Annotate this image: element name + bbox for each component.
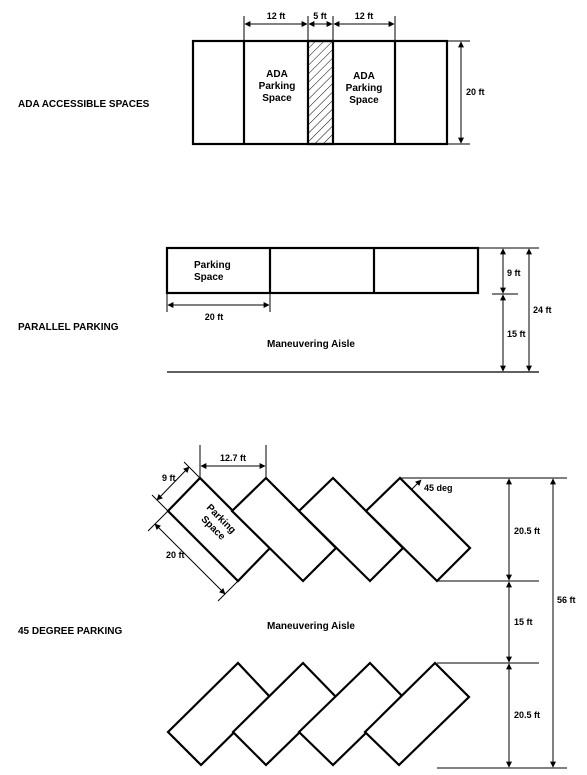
ada-section-label: ADA ACCESSIBLE SPACES	[18, 99, 150, 110]
ada-section: ADA ACCESSIBLE SPACES ADA Parking Space …	[18, 11, 485, 146]
angled-dim-angle: 45 deg	[424, 483, 453, 493]
ada-space-right-line1: ADA	[353, 71, 375, 82]
angled-dim-total: 56 ft	[557, 595, 576, 605]
angled-aisle-label: Maneuvering Aisle	[267, 621, 355, 632]
parallel-dim-depth: 9 ft	[507, 268, 521, 278]
angled-dim-width-arrow	[156, 466, 190, 501]
angled-dim-span: 12.7 ft	[220, 453, 246, 463]
angled-dim-aisle: 15 ft	[514, 617, 533, 627]
angled-dim-width: 9 ft	[162, 473, 176, 483]
parallel-space-line1: Parking	[194, 260, 231, 271]
parallel-space-line2: Space	[194, 272, 224, 283]
ada-space-left-line2: Parking	[259, 81, 296, 92]
parallel-dim-length: 20 ft	[205, 312, 224, 322]
ada-dim-right: 12 ft	[355, 11, 374, 21]
angled-dim-row-bottom: 20.5 ft	[514, 710, 540, 720]
ada-space-right-line2: Parking	[346, 83, 383, 94]
ada-dim-mid: 5 ft	[313, 11, 327, 21]
angled-section: 45 DEGREE PARKING Parking Space 12.7 ft …	[18, 445, 576, 769]
ada-space-left-line3: Space	[262, 93, 292, 104]
angled-space-top-4	[364, 476, 472, 583]
angled-space-bottom-4	[363, 661, 471, 767]
parallel-dim-aisle: 15 ft	[507, 329, 526, 339]
ada-space-right-line3: Space	[349, 95, 379, 106]
parallel-section-label: PARALLEL PARKING	[18, 322, 119, 333]
parallel-section: PARALLEL PARKING Parking Space 20 ft Man…	[18, 246, 552, 373]
parallel-row-outline	[165, 246, 480, 295]
angled-dim-row-top: 20.5 ft	[514, 526, 540, 536]
angled-section-label: 45 DEGREE PARKING	[18, 626, 123, 637]
angled-dim-length: 20 ft	[166, 550, 185, 560]
ada-dim-left: 12 ft	[267, 11, 286, 21]
angled-dim-length-arrow	[154, 523, 226, 595]
parallel-dim-total: 24 ft	[533, 305, 552, 315]
ada-access-aisle	[306, 39, 335, 146]
ada-dim-height: 20 ft	[466, 87, 485, 97]
parallel-aisle-label: Maneuvering Aisle	[267, 339, 355, 350]
ada-space-left-line1: ADA	[266, 69, 288, 80]
